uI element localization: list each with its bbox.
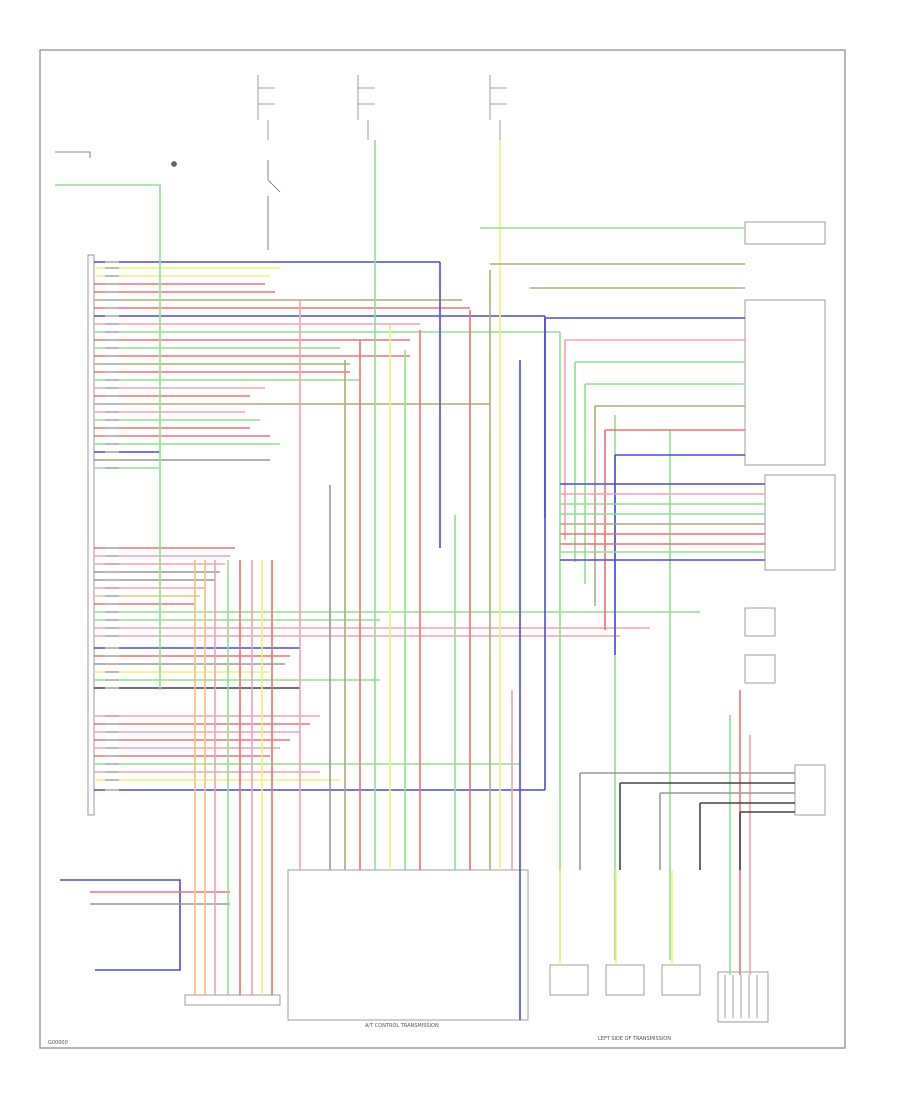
speed-sensor-2 xyxy=(605,964,645,996)
wire-group xyxy=(55,140,795,1020)
wire-label-mark xyxy=(105,723,119,725)
wire-label-mark xyxy=(105,635,119,637)
wire-label-mark xyxy=(105,687,119,689)
wire-label-mark xyxy=(105,267,119,269)
wire-label-mark xyxy=(105,371,119,373)
wire-label-mark xyxy=(105,261,119,263)
wire-label-mark xyxy=(105,363,119,365)
wire-label-mark xyxy=(105,299,119,301)
fuse-block-1 xyxy=(257,75,275,140)
wire-label-mark xyxy=(105,403,119,405)
wire-label-mark xyxy=(105,387,119,389)
wire-label-mark xyxy=(105,339,119,341)
wire-label-mark xyxy=(105,427,119,429)
wire-label-mark xyxy=(105,679,119,681)
wire-label-mark xyxy=(105,555,119,557)
ecu-connector-block xyxy=(87,254,95,816)
wire-label-mark xyxy=(105,763,119,765)
sensor-wire-left xyxy=(60,879,181,971)
wire-label-mark xyxy=(105,603,119,605)
bottom-caption: A/T CONTROL TRANSMISSION xyxy=(365,1023,439,1029)
wire-label-mark xyxy=(105,411,119,413)
wire-label-mark xyxy=(105,789,119,791)
wire-label-mark xyxy=(105,379,119,381)
wire-label-mark xyxy=(105,331,119,333)
speed-sensor-1 xyxy=(549,964,589,996)
bottom-right-connector xyxy=(794,764,826,816)
fuse-block-2 xyxy=(357,75,375,140)
wire-label-mark xyxy=(105,291,119,293)
diagram-border xyxy=(39,49,846,1049)
wire-label-mark xyxy=(105,663,119,665)
shift-position-switch xyxy=(744,299,826,466)
wire-label-mark xyxy=(105,459,119,461)
wire-label-mark xyxy=(105,347,119,349)
bottom-left-connector xyxy=(184,994,281,1006)
wire-label-mark xyxy=(105,715,119,717)
wire-label-mark xyxy=(105,647,119,649)
wire-label-mark xyxy=(105,611,119,613)
speed-sensor-3 xyxy=(661,964,701,996)
wire-label-mark xyxy=(105,619,119,621)
bottom-right-sensor xyxy=(717,971,769,1023)
combination-meter xyxy=(744,221,826,245)
ecu-power-wire xyxy=(55,184,161,690)
wire-label-mark xyxy=(105,451,119,453)
wire-label-mark xyxy=(105,755,119,757)
shift-lock-connector xyxy=(744,607,776,637)
wire-label-mark xyxy=(105,395,119,397)
wire-label-mark xyxy=(105,355,119,357)
wire-label-mark xyxy=(105,307,119,309)
at-control-transmission xyxy=(287,869,529,1021)
wire-label-mark xyxy=(105,283,119,285)
wire-label-mark xyxy=(105,771,119,773)
wire-label-mark xyxy=(105,323,119,325)
bottom-sub-caption: LEFT SIDE OF TRANSMISSION xyxy=(598,1036,671,1042)
wire-label-mark xyxy=(105,655,119,657)
wire-label-mark xyxy=(105,739,119,741)
label-group xyxy=(105,261,119,791)
transfer-switch xyxy=(764,474,836,571)
wire-label-mark xyxy=(105,467,119,469)
cruise-connector xyxy=(744,654,776,684)
wire-label-mark xyxy=(105,587,119,589)
wire-label-mark xyxy=(105,547,119,549)
wire-label-mark xyxy=(105,419,119,421)
wire-label-mark xyxy=(105,315,119,317)
wire-label-mark xyxy=(105,579,119,581)
wire-label-mark xyxy=(105,563,119,565)
fuse-block-3 xyxy=(489,75,507,140)
wire-label-mark xyxy=(105,571,119,573)
footer-code: G00000 xyxy=(48,1040,68,1046)
wire-label-mark xyxy=(105,671,119,673)
wire-label-mark xyxy=(105,435,119,437)
wire-label-mark xyxy=(105,731,119,733)
wire-label-mark xyxy=(105,275,119,277)
wire-label-mark xyxy=(105,747,119,749)
wire-label-mark xyxy=(105,779,119,781)
wire-label-mark xyxy=(105,443,119,445)
wire-label-mark xyxy=(105,595,119,597)
relay-switch xyxy=(55,151,281,250)
wire-label-mark xyxy=(105,627,119,629)
